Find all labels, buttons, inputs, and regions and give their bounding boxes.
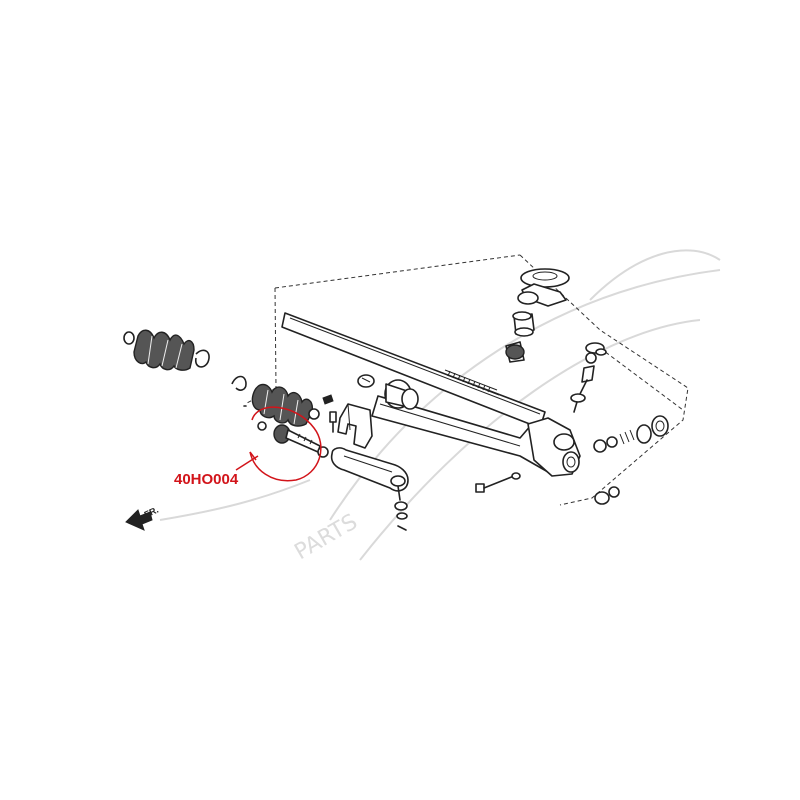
boot-right: [231, 375, 320, 427]
lower-nut: [594, 486, 620, 505]
rack-housing: [371, 395, 581, 477]
pinion-valve: [570, 342, 607, 413]
svg-text:PARTS: PARTS: [291, 510, 362, 566]
upper-mount: [505, 268, 570, 363]
highlight-circle: [235, 406, 322, 482]
housing-collar: [384, 379, 419, 410]
mount-bracket: [337, 374, 375, 449]
watermark: PARTS: [159, 249, 721, 566]
bracket-bolt: [322, 394, 337, 433]
part-code-label[interactable]: 40HO004: [174, 471, 239, 488]
end-plug-spring: [593, 415, 669, 453]
long-bolt: [475, 472, 521, 493]
outer-tie-rod-end: [330, 447, 409, 531]
front-marker-label: FR.: [143, 505, 160, 520]
boot-left: [123, 329, 210, 371]
inner-tie-rod: [257, 421, 329, 458]
front-marker: FR.: [125, 505, 160, 531]
rack-teeth: [444, 369, 500, 396]
